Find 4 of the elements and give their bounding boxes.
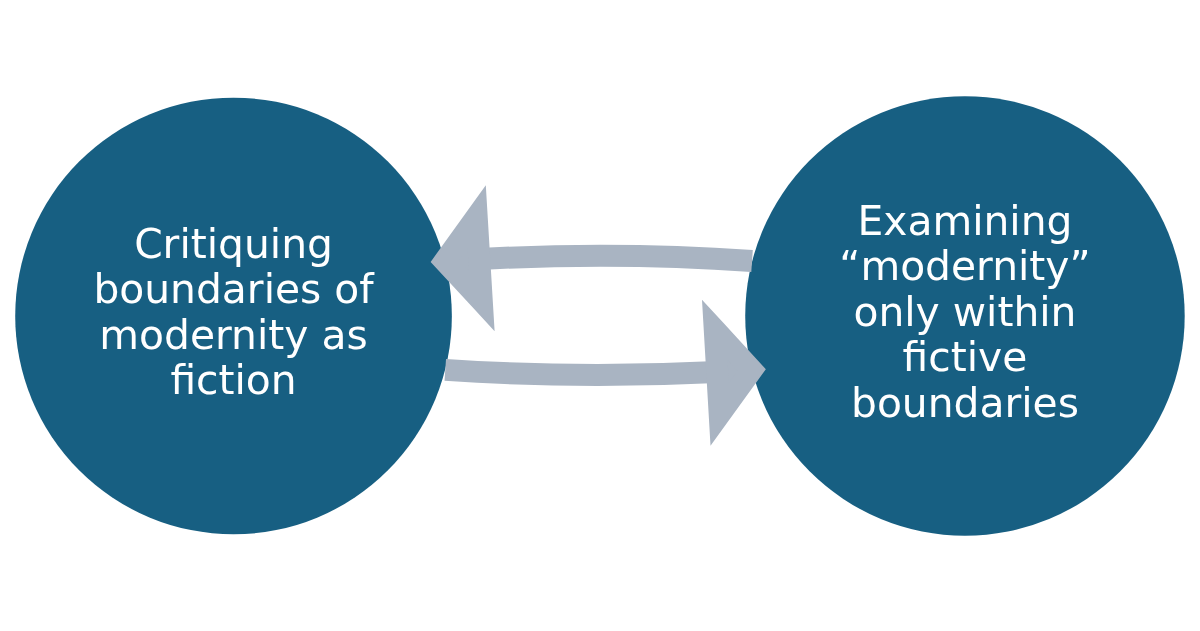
arrow (430, 184, 753, 331)
node-circle: Critiquing boundaries of modernity as fiction (15, 97, 452, 534)
arrow (444, 299, 766, 446)
node-circle: Examining “modernity” only within fictive boundaries (745, 95, 1185, 536)
